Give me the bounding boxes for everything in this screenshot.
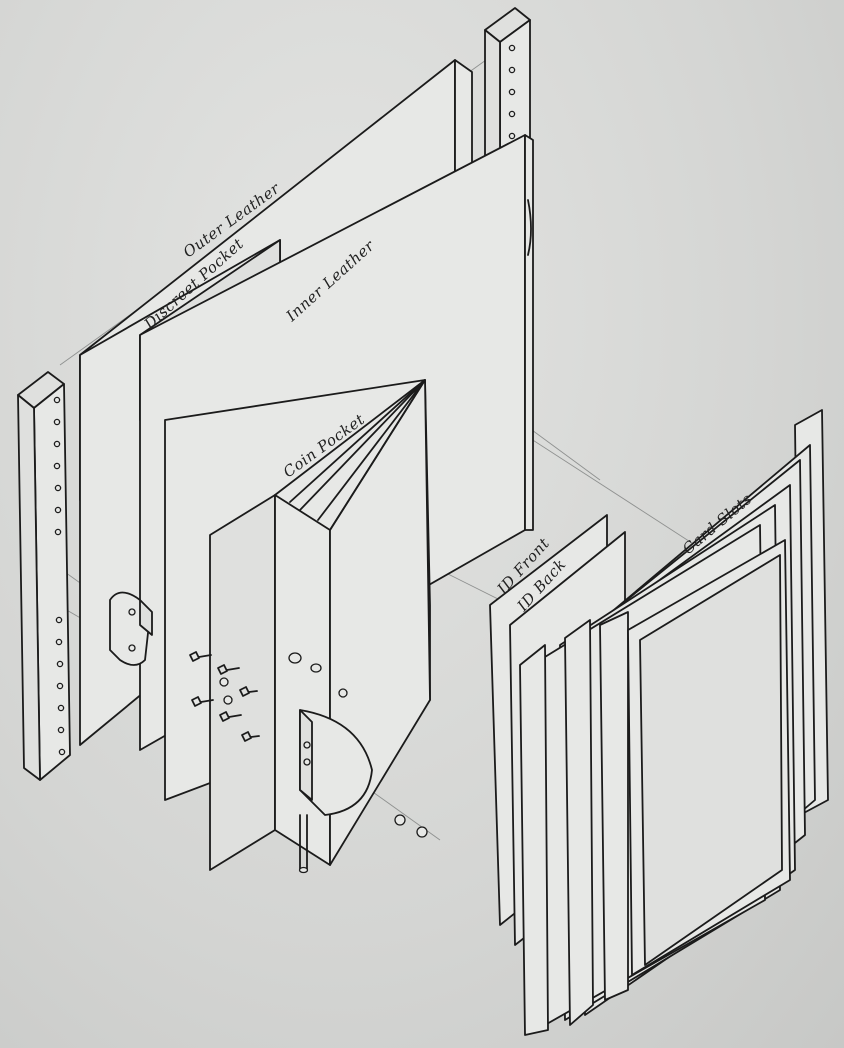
panel-rivets — [288, 652, 428, 838]
hardware-screws — [189, 651, 260, 742]
card-slot-panels — [519, 409, 829, 1036]
hardware-clip — [109, 591, 153, 666]
left-rivet-strip — [17, 371, 71, 781]
coin-pocket-assembly — [164, 379, 431, 874]
